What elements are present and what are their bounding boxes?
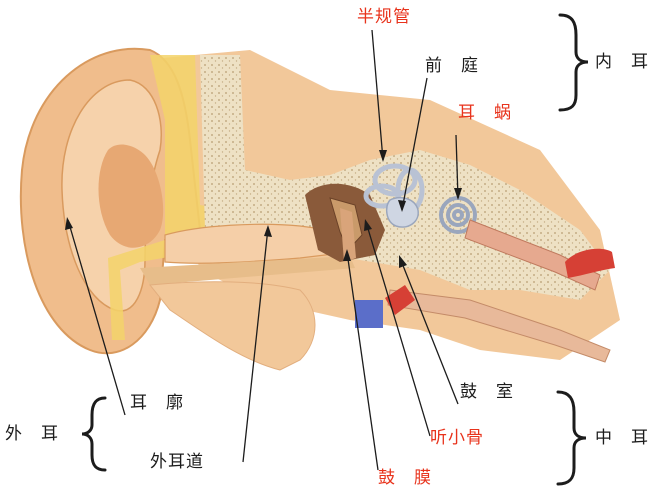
label-middle-ear: 中 耳 [595,428,649,448]
vessel-red-small [385,285,415,315]
label-eardrum: 鼓 膜 [378,468,432,488]
eustachian-tube [387,289,611,363]
label-vestibule: 前 庭 [425,56,479,76]
cochlear-nerve [464,219,601,291]
lower-tissue [149,281,316,371]
label-cochlea: 耳 蜗 [458,103,512,123]
vessel-blue [355,300,383,328]
label-inner-ear: 内 耳 [595,52,649,72]
pointer-lines [67,29,459,471]
external-ear-brace [81,396,107,472]
middle-ear-brace [556,390,587,486]
ear-canal-lower-wall [140,256,355,285]
label-auricle: 耳 廓 [130,393,184,413]
vestibule-shape [385,197,419,228]
semicircular-canals-shape [363,163,425,213]
label-tympanic-cavity: 鼓 室 [460,382,514,402]
label-external-ear: 外 耳 [5,424,59,444]
ear-cartilage [108,55,240,340]
label-ear-canal: 外耳道 [150,452,204,472]
vessel-red [565,248,615,278]
label-semicircular-canals: 半规管 [357,7,411,27]
label-ossicles: 听小骨 [430,428,484,448]
inner-ear-brace [558,13,589,112]
concha [98,144,164,248]
braces [81,13,589,486]
pointer-arrowheads [65,150,462,268]
eardrum-shape [340,208,356,262]
